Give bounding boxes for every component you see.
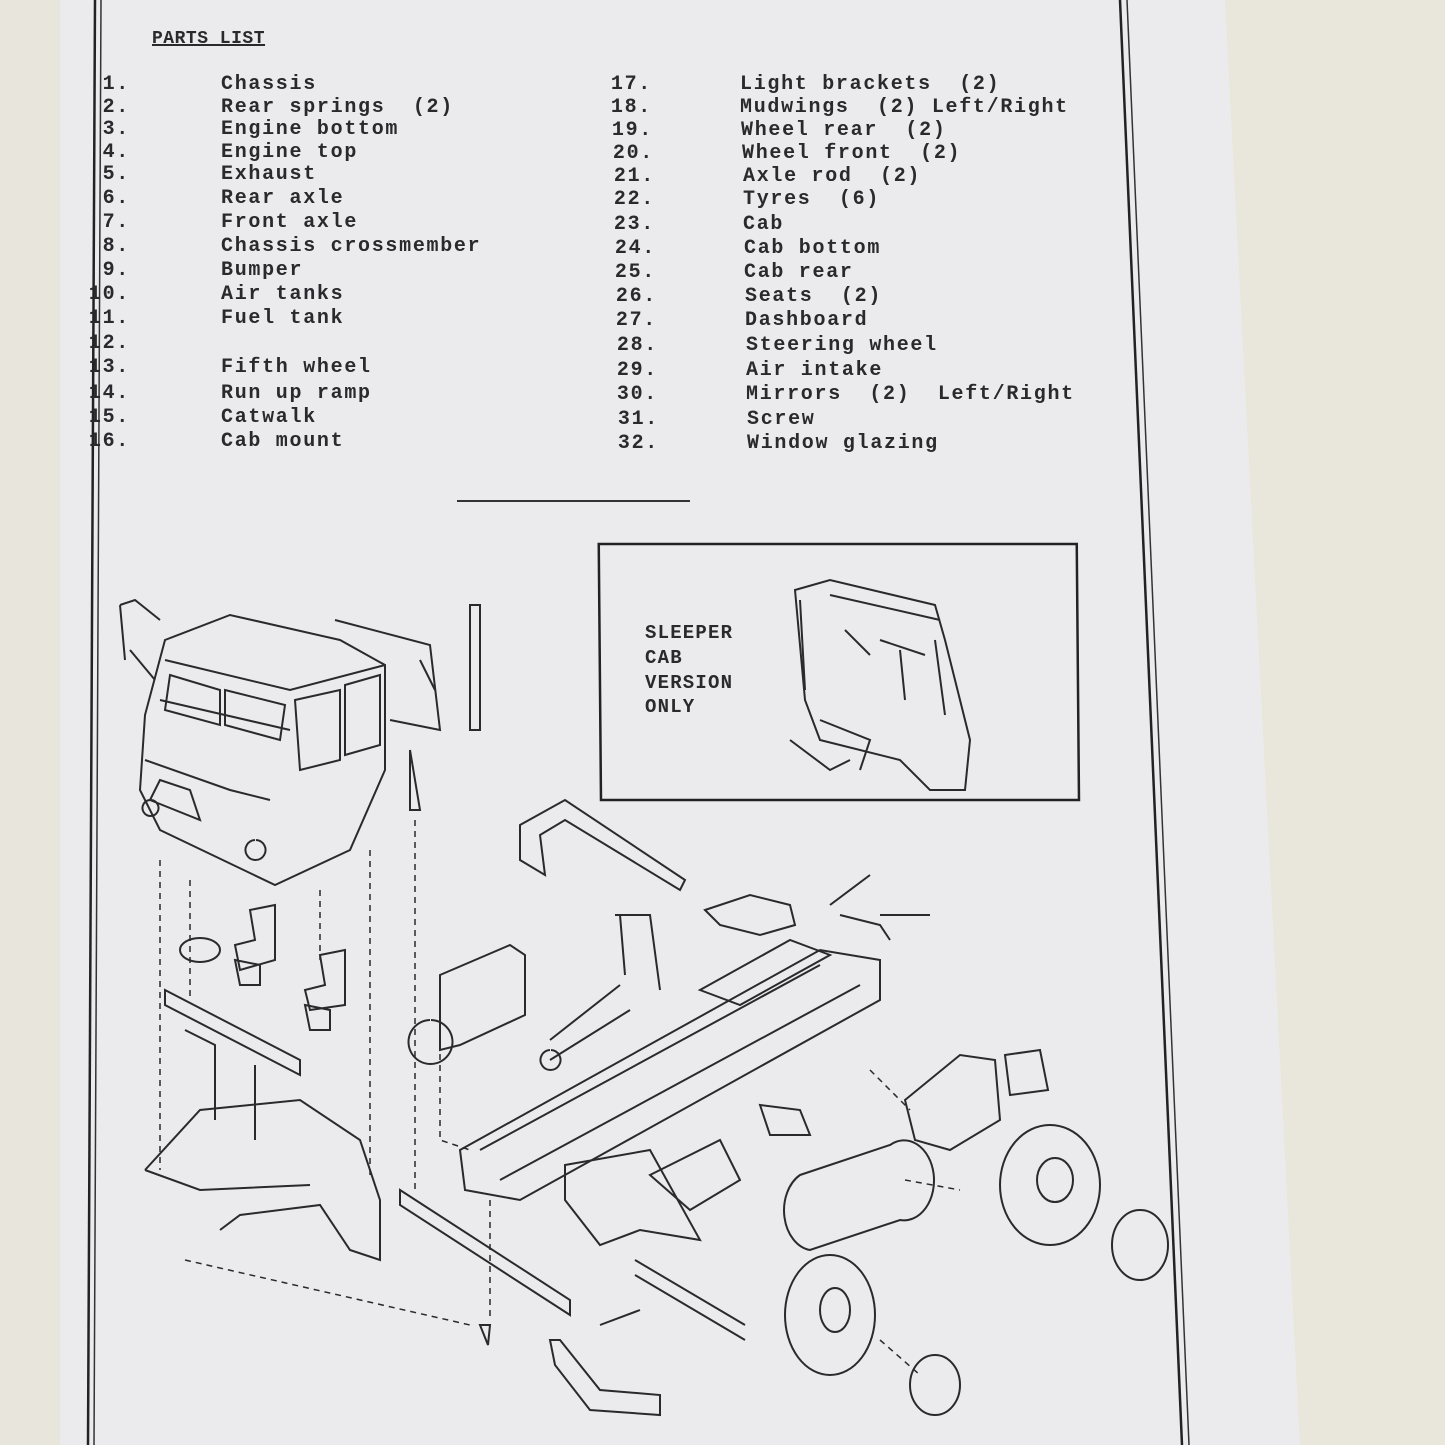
chassis-drawing <box>399 798 930 1417</box>
sleeper-cab-drawing <box>789 578 972 791</box>
seats-dashboard-drawing <box>144 903 381 1262</box>
assembly-guide-lines <box>159 820 961 1376</box>
right-border <box>1118 0 1184 1445</box>
parts-list-title: PARTS LIST <box>152 29 266 49</box>
cab-drawing <box>119 598 481 887</box>
left-border <box>86 0 97 1445</box>
exploded-diagram <box>119 578 1169 1417</box>
sleeper-cab-box <box>597 542 1081 802</box>
wheels-tanks-drawing <box>783 1048 1169 1416</box>
